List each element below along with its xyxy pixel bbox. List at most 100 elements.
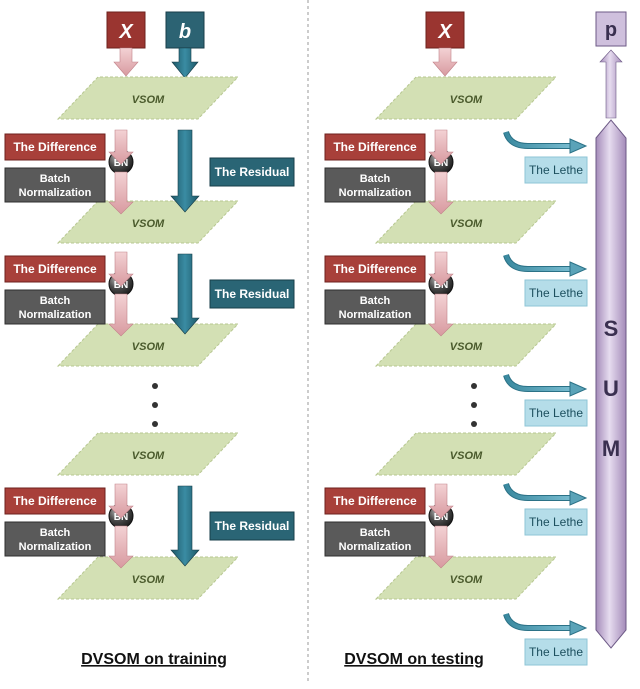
flow-arrow <box>428 129 454 165</box>
flow-arrow <box>108 171 134 215</box>
vsom-plane <box>56 200 240 244</box>
sum-letter: U <box>603 376 619 401</box>
input-x-left: X <box>106 11 146 49</box>
difference-batchnorm-block: The DifferenceBatchNormalizationBN <box>324 133 454 203</box>
vsom-label: VSOM <box>132 574 165 586</box>
batch-norm-label: Batch <box>360 527 391 539</box>
difference-label: The Difference <box>333 262 417 276</box>
batch-norm-label: Normalization <box>339 309 412 321</box>
lethe-arrow-head <box>569 261 588 277</box>
batch-norm-label: Batch <box>360 173 391 185</box>
residual-box <box>209 157 295 187</box>
difference-box <box>324 133 426 161</box>
vsom-plane <box>56 432 240 476</box>
flow-arrow <box>108 293 134 337</box>
batch-norm-label: Normalization <box>19 187 92 199</box>
difference-box <box>4 255 106 283</box>
lethe-arrow-head <box>569 138 588 154</box>
lethe-arrow <box>504 483 572 500</box>
difference-label: The Difference <box>13 494 97 508</box>
vsom-layer: VSOM <box>374 556 558 600</box>
sum-column: S U M <box>595 119 627 649</box>
vsom-label: VSOM <box>450 94 483 106</box>
vsom-label: VSOM <box>132 94 165 106</box>
vsom-plane <box>374 200 558 244</box>
residual-box <box>209 511 295 541</box>
vsom-layer: VSOM <box>56 200 240 244</box>
difference-label: The Difference <box>13 140 97 154</box>
sum-letter: M <box>602 436 620 461</box>
lethe-block: The Lethe <box>524 508 588 536</box>
difference-label: The Difference <box>13 262 97 276</box>
flow-arrow <box>108 129 134 165</box>
vsom-plane <box>56 76 240 120</box>
vsom-layer: VSOM <box>374 200 558 244</box>
caption-training: DVSOM on training <box>81 651 227 668</box>
batch-norm-label: Batch <box>40 173 71 185</box>
sum-letter: S <box>604 316 619 341</box>
residual-arrow <box>170 485 200 567</box>
batch-norm-box <box>324 167 426 203</box>
caption-testing: DVSOM on testing <box>344 651 484 668</box>
residual-arrow <box>170 129 200 213</box>
residual-arrow <box>170 253 200 335</box>
input-b-arrow <box>171 47 199 79</box>
residual-block: The Residual <box>209 511 295 541</box>
vsom-layer: VSOM <box>56 323 240 367</box>
lethe-label: The Lethe <box>529 286 583 300</box>
lethe-block: The Lethe <box>524 638 588 666</box>
lethe-box <box>524 638 588 666</box>
vsom-layer: VSOM <box>374 432 558 476</box>
vsom-label: VSOM <box>450 574 483 586</box>
lethe-arrow <box>504 613 572 630</box>
vsom-layer: VSOM <box>56 432 240 476</box>
vsom-layer: VSOM <box>56 76 240 120</box>
flow-arrow <box>108 251 134 287</box>
difference-batchnorm-block: The DifferenceBatchNormalizationBN <box>324 255 454 325</box>
output-p: p <box>595 11 627 47</box>
batch-norm-label: Normalization <box>19 541 92 553</box>
lethe-label: The Lethe <box>529 645 583 659</box>
flow-arrow <box>428 525 454 569</box>
lethe-arrow <box>504 254 572 271</box>
flow-arrow <box>428 171 454 215</box>
flow-arrow <box>428 483 454 519</box>
vsom-plane <box>374 323 558 367</box>
lethe-box <box>524 156 588 184</box>
batch-norm-label: Normalization <box>339 541 412 553</box>
lethe-box <box>524 399 588 427</box>
batch-norm-label: Batch <box>40 527 71 539</box>
sum-to-p-arrow <box>599 49 623 119</box>
vsom-plane <box>374 76 558 120</box>
difference-batchnorm-block: The DifferenceBatchNormalizationBN <box>4 255 134 325</box>
flow-arrow <box>108 483 134 519</box>
batch-norm-label: Batch <box>360 295 391 307</box>
residual-label: The Residual <box>215 287 290 301</box>
difference-label: The Difference <box>333 494 417 508</box>
ellipsis-left <box>152 383 158 427</box>
batch-norm-box <box>4 167 106 203</box>
vsom-label: VSOM <box>132 218 165 230</box>
vsom-plane <box>56 556 240 600</box>
input-arrow <box>113 47 139 77</box>
vsom-label: VSOM <box>450 450 483 462</box>
input-x-label: X <box>437 21 453 43</box>
flow-arrow <box>428 293 454 337</box>
vsom-plane <box>56 323 240 367</box>
batch-norm-box <box>4 289 106 325</box>
lethe-label: The Lethe <box>529 515 583 529</box>
vsom-label: VSOM <box>132 341 165 353</box>
residual-label: The Residual <box>215 165 290 179</box>
vsom-label: VSOM <box>450 341 483 353</box>
batch-norm-label: Batch <box>40 295 71 307</box>
ellipsis-right <box>471 383 477 427</box>
vsom-layer: VSOM <box>374 76 558 120</box>
residual-block: The Residual <box>209 157 295 187</box>
difference-batchnorm-block: The DifferenceBatchNormalizationBN <box>324 487 454 557</box>
batch-norm-box <box>324 289 426 325</box>
batch-norm-box <box>324 521 426 557</box>
vsom-layer: VSOM <box>56 556 240 600</box>
vsom-plane <box>374 556 558 600</box>
